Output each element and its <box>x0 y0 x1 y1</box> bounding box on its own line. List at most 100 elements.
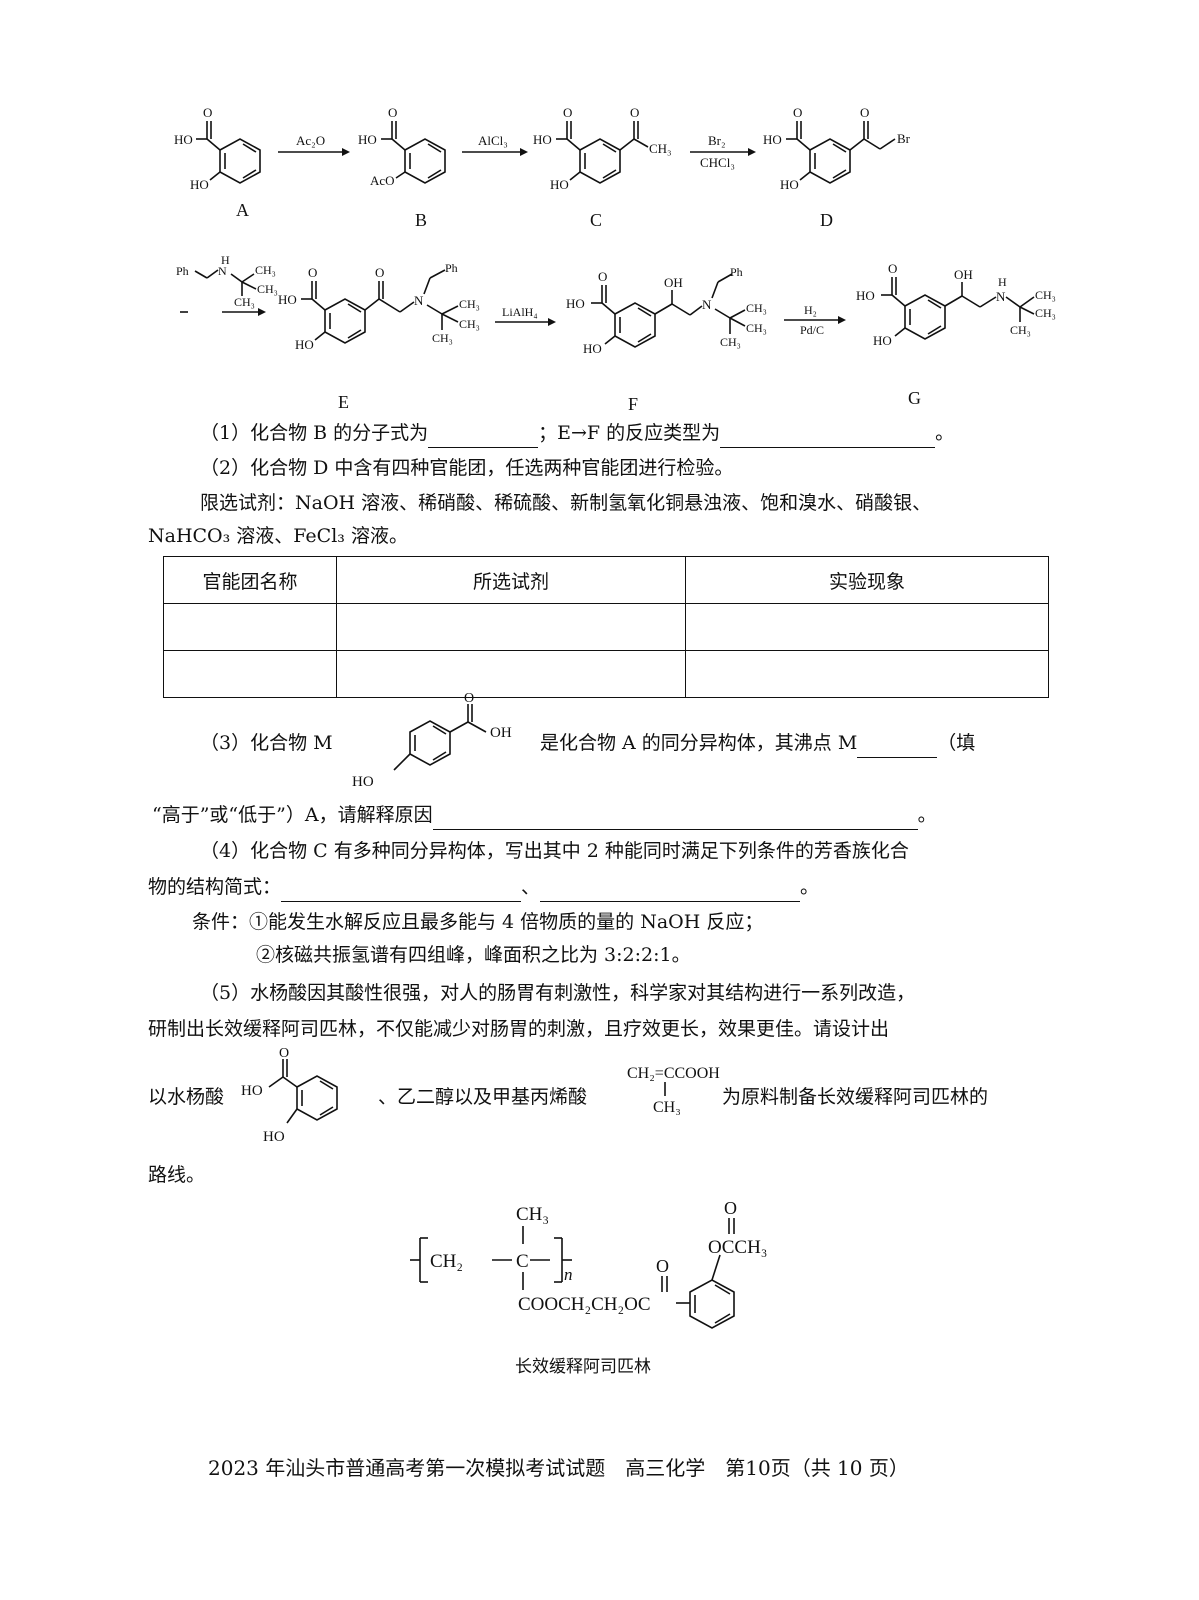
q2-reagents-line1: 限选试剂：NaOH 溶液、稀硝酸、稀硫酸、新制氢氧化铜悬浊液、饱和溴水、硝酸银、 <box>200 492 932 514</box>
compound-f-ho-bottom: HO <box>583 341 602 356</box>
q1-reaction-type-blank[interactable] <box>720 425 936 448</box>
q4-isomer-2-blank[interactable] <box>540 879 801 902</box>
table-cell-group-1[interactable] <box>163 603 337 651</box>
polymer-ester-chain: COOCH₂CH₂OC <box>518 1294 651 1315</box>
q1-text-a: （1）化合物 B 的分子式为 <box>200 422 429 444</box>
compound-e-ch3-1: CH₃ <box>459 297 480 311</box>
q3-reason-blank[interactable] <box>432 807 918 830</box>
methacrylic-bottom: CH₃ <box>653 1099 681 1116</box>
compound-g-n: N <box>996 289 1006 304</box>
reagent-f-to-g-top: H₂ <box>804 303 817 317</box>
table-cell-group-2[interactable] <box>163 650 337 698</box>
q2-intro: （2）化合物 D 中含有四种官能团，任选两种官能团进行检验。 <box>200 457 734 479</box>
header-phenomenon: 实验现象 <box>685 556 1049 604</box>
amine-nh: H <box>221 253 230 267</box>
q5-line2: 研制出长效缓释阿司匹林，不仅能减少对肠胃的刺激，且疗效更长，效果更佳。请设计出 <box>148 1018 890 1040</box>
table-row <box>163 650 1049 698</box>
compound-f-structure: O OH HO HO N Ph CH₃ CH₃ CH₃ <box>566 265 767 356</box>
compound-d-o1: O <box>793 105 802 120</box>
page-footer: 2023 年汕头市普通高考第一次模拟考试试题 高三化学 第10页（共 10 页） <box>208 1456 909 1480</box>
reagent-c-to-d-bottom: CHCl₃ <box>700 155 735 170</box>
compound-f-ch3-1: CH₃ <box>746 301 767 315</box>
compound-g-structure: O OH HO HO H N CH₃ CH₃ CH₃ <box>856 261 1056 348</box>
q4-isomer-1-blank[interactable] <box>281 879 522 902</box>
q3-line2: “高于”或“低于”）A，请解释原因。 <box>152 800 937 830</box>
compound-d-br: Br <box>897 131 911 146</box>
q5-line3-c: 为原料制备长效缓释阿司匹林的 <box>722 1086 989 1108</box>
compound-m-ho: HO <box>352 774 374 790</box>
amine-ch3-2: CH₃ <box>257 282 278 296</box>
compound-d-structure: O O HO HO Br <box>763 105 911 192</box>
q4-end: 。 <box>800 876 820 898</box>
q3-text-c: （填 <box>937 732 976 754</box>
compound-f-ho-top: HO <box>566 296 585 311</box>
q3-text-b: 是化合物 A 的同分异构体，其沸点 M <box>540 732 858 754</box>
q5-line4: 路线。 <box>148 1164 206 1186</box>
compound-d-o2: O <box>860 105 869 120</box>
compound-f-oh: OH <box>664 275 683 290</box>
compound-label-f: F <box>628 394 639 414</box>
header-group-name: 官能团名称 <box>163 556 337 604</box>
q5-line1: （5）水杨酸因其酸性很强，对人的肠胃有刺激性，科学家对其结构进行一系列改造， <box>200 982 916 1004</box>
salicylic-ho-top: HO <box>241 1083 263 1099</box>
amine-reagent: Ph H N CH₃ CH₃ CH₃ <box>176 253 278 313</box>
q1-formula-blank[interactable] <box>428 425 539 448</box>
reagent-a-to-b: Ac₂O <box>296 133 325 148</box>
compound-a-ho-bottom: HO <box>190 177 209 192</box>
compound-c-o2: O <box>630 105 639 120</box>
compound-d-ho-top: HO <box>763 132 782 147</box>
compound-e-ph: Ph <box>445 261 458 275</box>
compound-f-ch3-3: CH₃ <box>720 335 741 349</box>
q3-text-a: （3）化合物 M <box>200 732 333 754</box>
compound-label-a: A <box>236 200 249 220</box>
compound-e-ho-top: HO <box>278 292 297 307</box>
compound-e-o1: O <box>308 265 317 280</box>
table-cell-reagent-2[interactable] <box>336 650 686 698</box>
q4-line1: （4）化合物 C 有多种同分异构体，写出其中 2 种能同时满足下列条件的芳香族化… <box>200 840 909 862</box>
compound-g-h: H <box>998 275 1007 289</box>
compound-label-g: G <box>908 388 921 408</box>
compound-label-b: B <box>415 210 428 230</box>
polymer-o1: O <box>656 1256 669 1276</box>
methacrylic-acid-structure: CH₂=CCOOH CH₃ <box>627 1065 720 1116</box>
reagent-e-to-f: LiAlH₄ <box>502 305 538 319</box>
compound-e-ch3-2: CH₃ <box>459 317 480 331</box>
compound-e-structure: O O HO HO N Ph CH₃ CH₃ CH₃ <box>278 261 480 352</box>
compound-b-aco: AcO <box>370 173 395 188</box>
compound-m-structure: O OH HO <box>352 691 512 790</box>
compound-a-structure: O HO HO <box>174 105 261 192</box>
salicylic-o: O <box>279 1046 289 1061</box>
salicylic-acid-structure: O HO HO <box>241 1046 338 1145</box>
q4-sep: 、 <box>521 876 541 898</box>
compound-b-o: O <box>388 105 397 120</box>
q5-line3-a: 以水杨酸 <box>148 1086 225 1108</box>
functional-group-table: 官能团名称 所选试剂 实验现象 <box>163 556 1049 698</box>
polymer-aspirin-structure: CH₂ C CH₃ n COOCH₂CH₂OC O OCCH₃ O <box>410 1198 767 1329</box>
compound-g-ho-bottom: HO <box>873 333 892 348</box>
compound-g-ch3-1: CH₃ <box>1035 288 1056 302</box>
compound-c-structure: O O HO HO CH₃ <box>533 105 672 192</box>
q3-text-d: “高于”或“低于”）A，请解释原因 <box>152 804 433 826</box>
q4-line2: 物的结构简式： 、 。 <box>148 872 819 902</box>
q4-condition-1: 条件：①能发生水解反应且最多能与 4 倍物质的量的 NaOH 反应； <box>192 911 764 933</box>
table-header-row: 官能团名称 所选试剂 实验现象 <box>163 556 1049 604</box>
salicylic-ho-bottom: HO <box>263 1129 285 1145</box>
compound-e-n: N <box>414 293 424 308</box>
methacrylic-top: CH₂=CCOOH <box>627 1065 720 1082</box>
q4-line2-text: 物的结构简式： <box>148 876 282 898</box>
amine-ch3-1: CH₃ <box>255 263 276 277</box>
table-cell-phenomenon-1[interactable] <box>685 603 1049 651</box>
compound-f-n: N <box>702 297 712 312</box>
compound-g-oh: OH <box>954 267 973 282</box>
q4-condition-2: ②核磁共振氢谱有四组峰，峰面积之比为 3:2:2:1。 <box>256 944 691 966</box>
compound-label-d: D <box>820 210 833 230</box>
q2-reagents-line2: NaHCO₃ 溶液、FeCl₃ 溶液。 <box>148 525 408 547</box>
compound-b-ho: HO <box>358 132 377 147</box>
compound-c-ho-top: HO <box>533 132 552 147</box>
table-cell-reagent-1[interactable] <box>336 603 686 651</box>
polymer-n: n <box>564 1265 573 1284</box>
table-cell-phenomenon-2[interactable] <box>685 650 1049 698</box>
compound-e-ho-bottom: HO <box>295 337 314 352</box>
q3-boiling-point-blank[interactable] <box>857 735 938 758</box>
q5-line3-b: 、乙二醇以及甲基丙烯酸 <box>378 1086 588 1108</box>
